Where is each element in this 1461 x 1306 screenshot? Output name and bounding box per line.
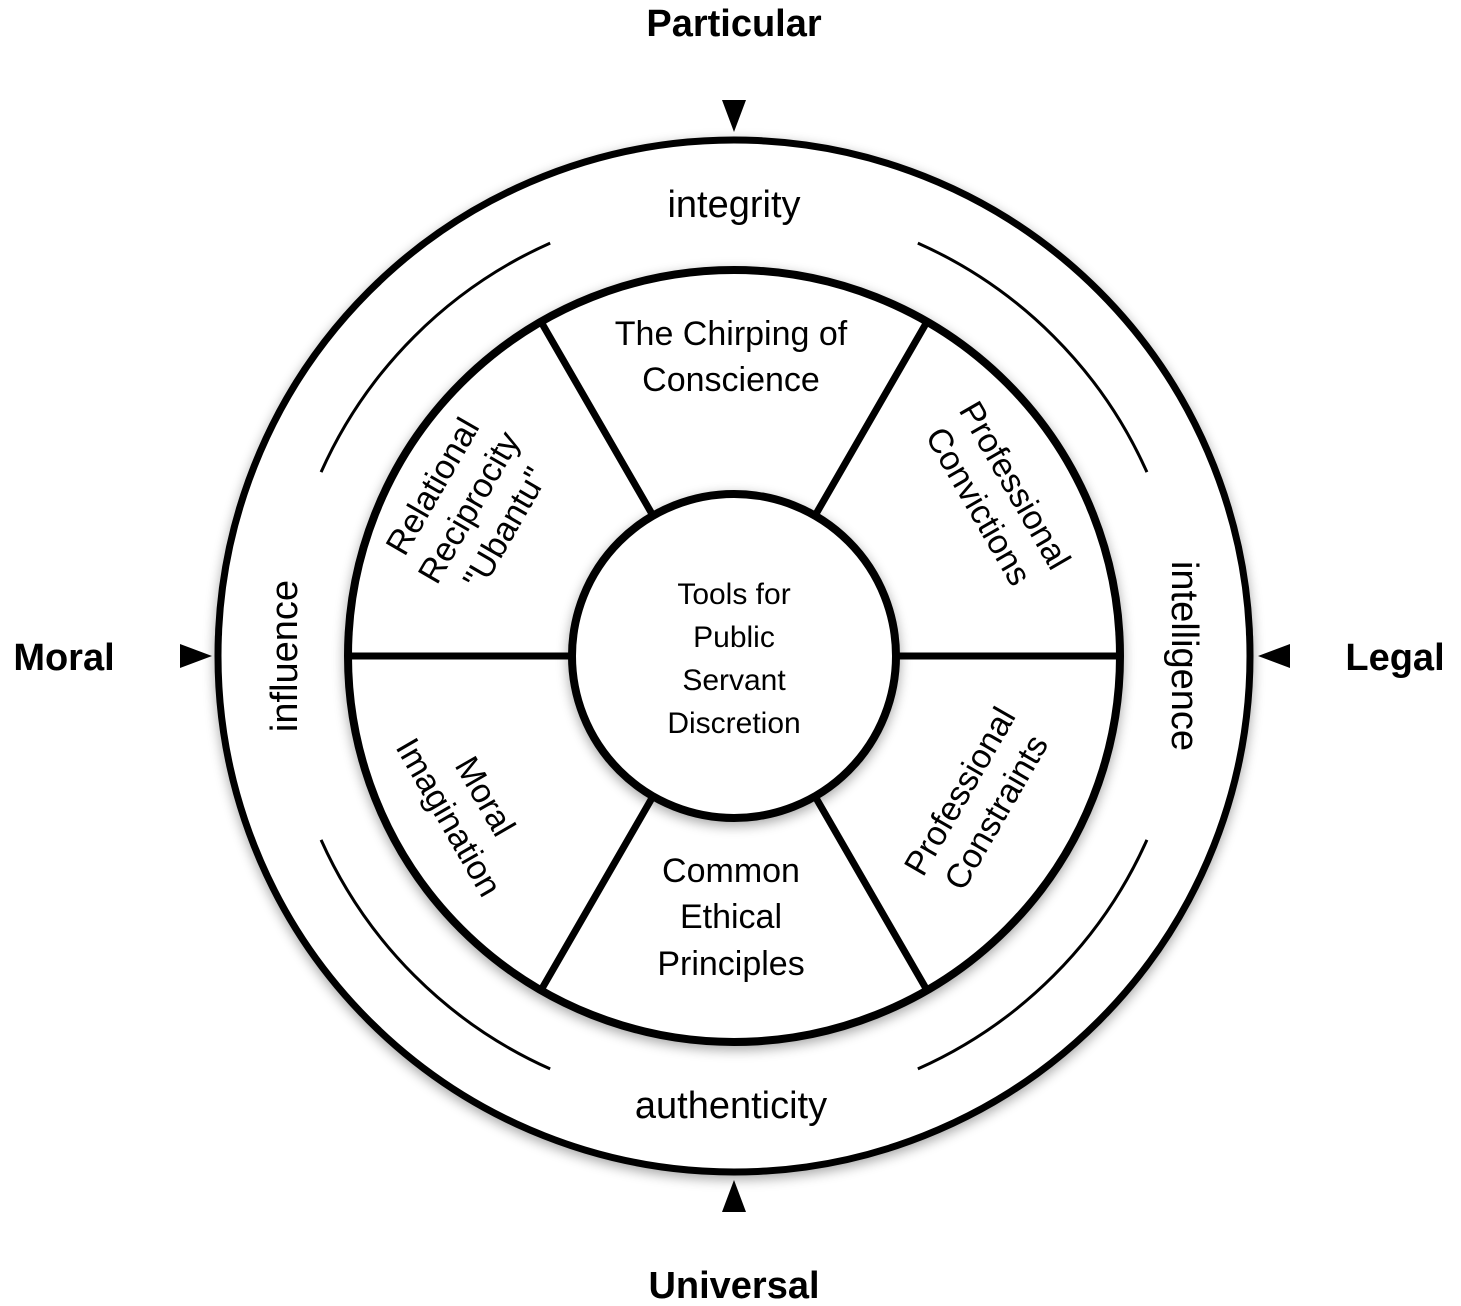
hub-line-1: Tools for — [677, 578, 790, 611]
hub-label: Tools for Public Servant Discretion — [667, 578, 800, 740]
axis-label-right: Legal — [1345, 637, 1444, 679]
segment-bottom-line-1: Common — [662, 852, 800, 890]
segment-bottom: Common Ethical Principles — [657, 852, 804, 983]
ring-label-top: integrity — [667, 184, 800, 226]
arrow-bottom-icon — [722, 1180, 746, 1212]
arc-top-left — [319, 241, 551, 473]
arrow-right-icon — [1258, 644, 1290, 668]
spoke-upper-right — [811, 319, 931, 518]
hub-circle — [568, 490, 900, 822]
axis-label-top: Particular — [646, 3, 822, 45]
segment-top: The Chirping of Conscience — [615, 315, 848, 399]
segment-bottom-line-2: Ethical — [680, 898, 782, 936]
spoke-upper-left — [537, 319, 657, 518]
axis-label-bottom: Universal — [648, 1265, 819, 1306]
spokes — [348, 319, 1120, 993]
spoke-lower-left — [537, 794, 657, 993]
segment-bottom-line-3: Principles — [657, 945, 804, 983]
axis-label-left: Moral — [13, 637, 114, 679]
arrow-left-icon — [180, 644, 212, 668]
ring-label-bottom: authenticity — [635, 1085, 827, 1127]
arc-bottom-left — [319, 839, 551, 1071]
ring-label-right: intelligence — [1163, 561, 1205, 751]
outer-ring-arcs — [319, 241, 1149, 1071]
arrow-top-icon — [722, 100, 746, 132]
hub-line-4: Discretion — [667, 707, 800, 740]
segment-top-line-1: The Chirping of — [615, 315, 848, 353]
spoke-lower-right — [811, 794, 931, 993]
segment-top-line-2: Conscience — [642, 361, 820, 399]
hub-line-2: Public — [693, 621, 775, 654]
arc-top-right — [917, 241, 1149, 473]
arc-bottom-right — [917, 839, 1149, 1071]
ring-label-left: influence — [264, 580, 306, 732]
hub-line-3: Servant — [682, 664, 786, 697]
